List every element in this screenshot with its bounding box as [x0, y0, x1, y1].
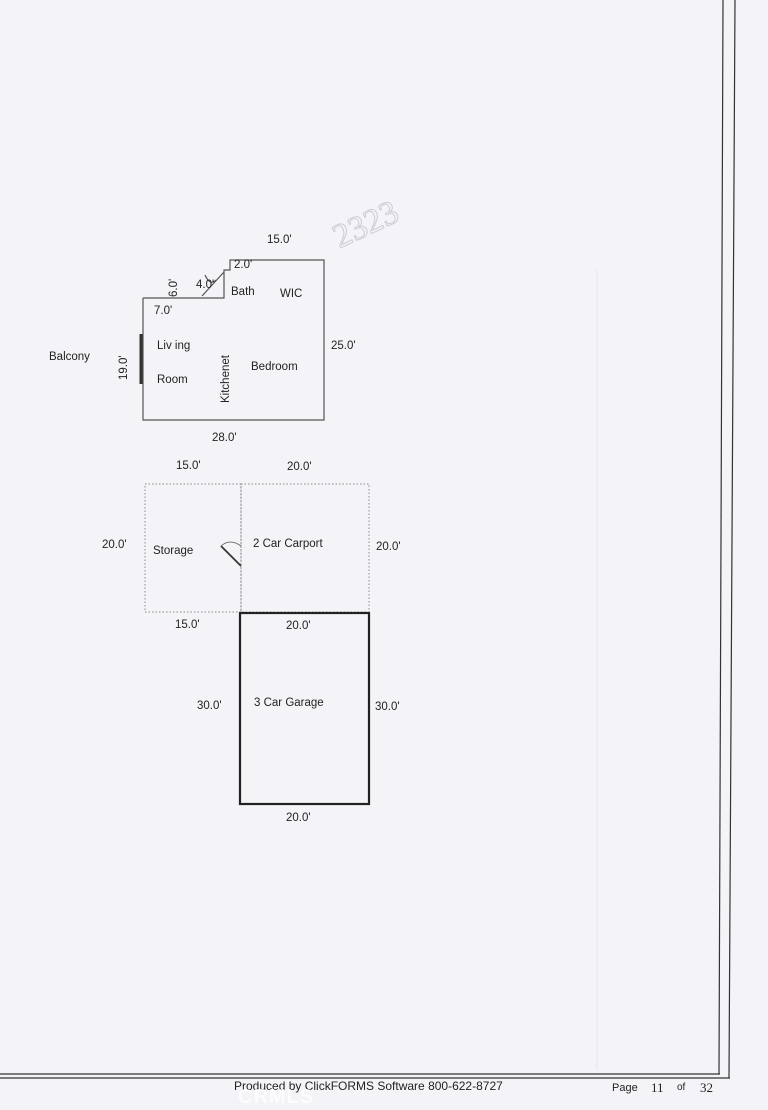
garage-dim-bottom: 20.0'	[286, 812, 311, 824]
unit-dim-left: 19.0'	[118, 355, 130, 380]
room-label-living: Liv ing	[157, 340, 190, 352]
unit-dim-left-top: 7.0'	[154, 305, 172, 317]
carport-dim-right: 20.0'	[376, 541, 401, 553]
page-number: 11	[651, 1080, 664, 1095]
storage-door	[220, 545, 242, 567]
garage-dim-left: 30.0'	[197, 700, 222, 712]
handwritten-note: 2323	[327, 194, 404, 256]
page-border-right-inner	[718, 0, 724, 1075]
garage-label: 3 Car Garage	[254, 697, 324, 709]
room-label-wic: WIC	[280, 288, 302, 300]
unit-dim-top-right: 15.0'	[267, 234, 292, 246]
unit-outline	[142, 259, 325, 421]
storage-door-swing	[220, 541, 242, 547]
room-label-kitchenet: Kitchenet	[220, 354, 232, 403]
storage-label: Storage	[153, 545, 193, 557]
carport-dim-top: 20.0'	[287, 461, 312, 473]
page-label: Page	[612, 1082, 638, 1094]
watermark-logo: CRMLS	[238, 1086, 315, 1108]
room-label-bedroom: Bedroom	[251, 361, 298, 373]
carport-dim-bottom: 20.0'	[286, 620, 311, 632]
storage-dim-left: 20.0'	[102, 539, 127, 551]
bath-door-swing	[204, 274, 217, 283]
bath-diagonal-wall	[201, 271, 225, 297]
garage-dim-right: 30.0'	[375, 701, 400, 713]
room-label-bath: Bath	[231, 286, 255, 298]
balcony-label: Balcony	[49, 351, 90, 363]
storage-dim-bottom: 15.0'	[175, 619, 200, 631]
garage-outline	[238, 611, 371, 806]
page-of-label: of	[677, 1082, 686, 1093]
carport-label: 2 Car Carport	[253, 538, 323, 550]
room-label-room: Room	[157, 374, 188, 386]
storage-dim-top: 15.0'	[176, 460, 201, 472]
page-border-right	[728, 0, 736, 1079]
unit-dim-top-step: 2.0'	[234, 259, 252, 271]
unit-dim-diagonal: 4.0'	[196, 279, 214, 291]
unit-dim-step-left: 6.0'	[168, 279, 180, 297]
page-total: 32	[700, 1080, 713, 1095]
unit-dim-bottom: 28.0'	[212, 432, 237, 444]
unit-dim-right: 25.0'	[331, 340, 356, 352]
producer-credit: Produced by ClickFORMS Software 800-622-…	[234, 1079, 503, 1093]
